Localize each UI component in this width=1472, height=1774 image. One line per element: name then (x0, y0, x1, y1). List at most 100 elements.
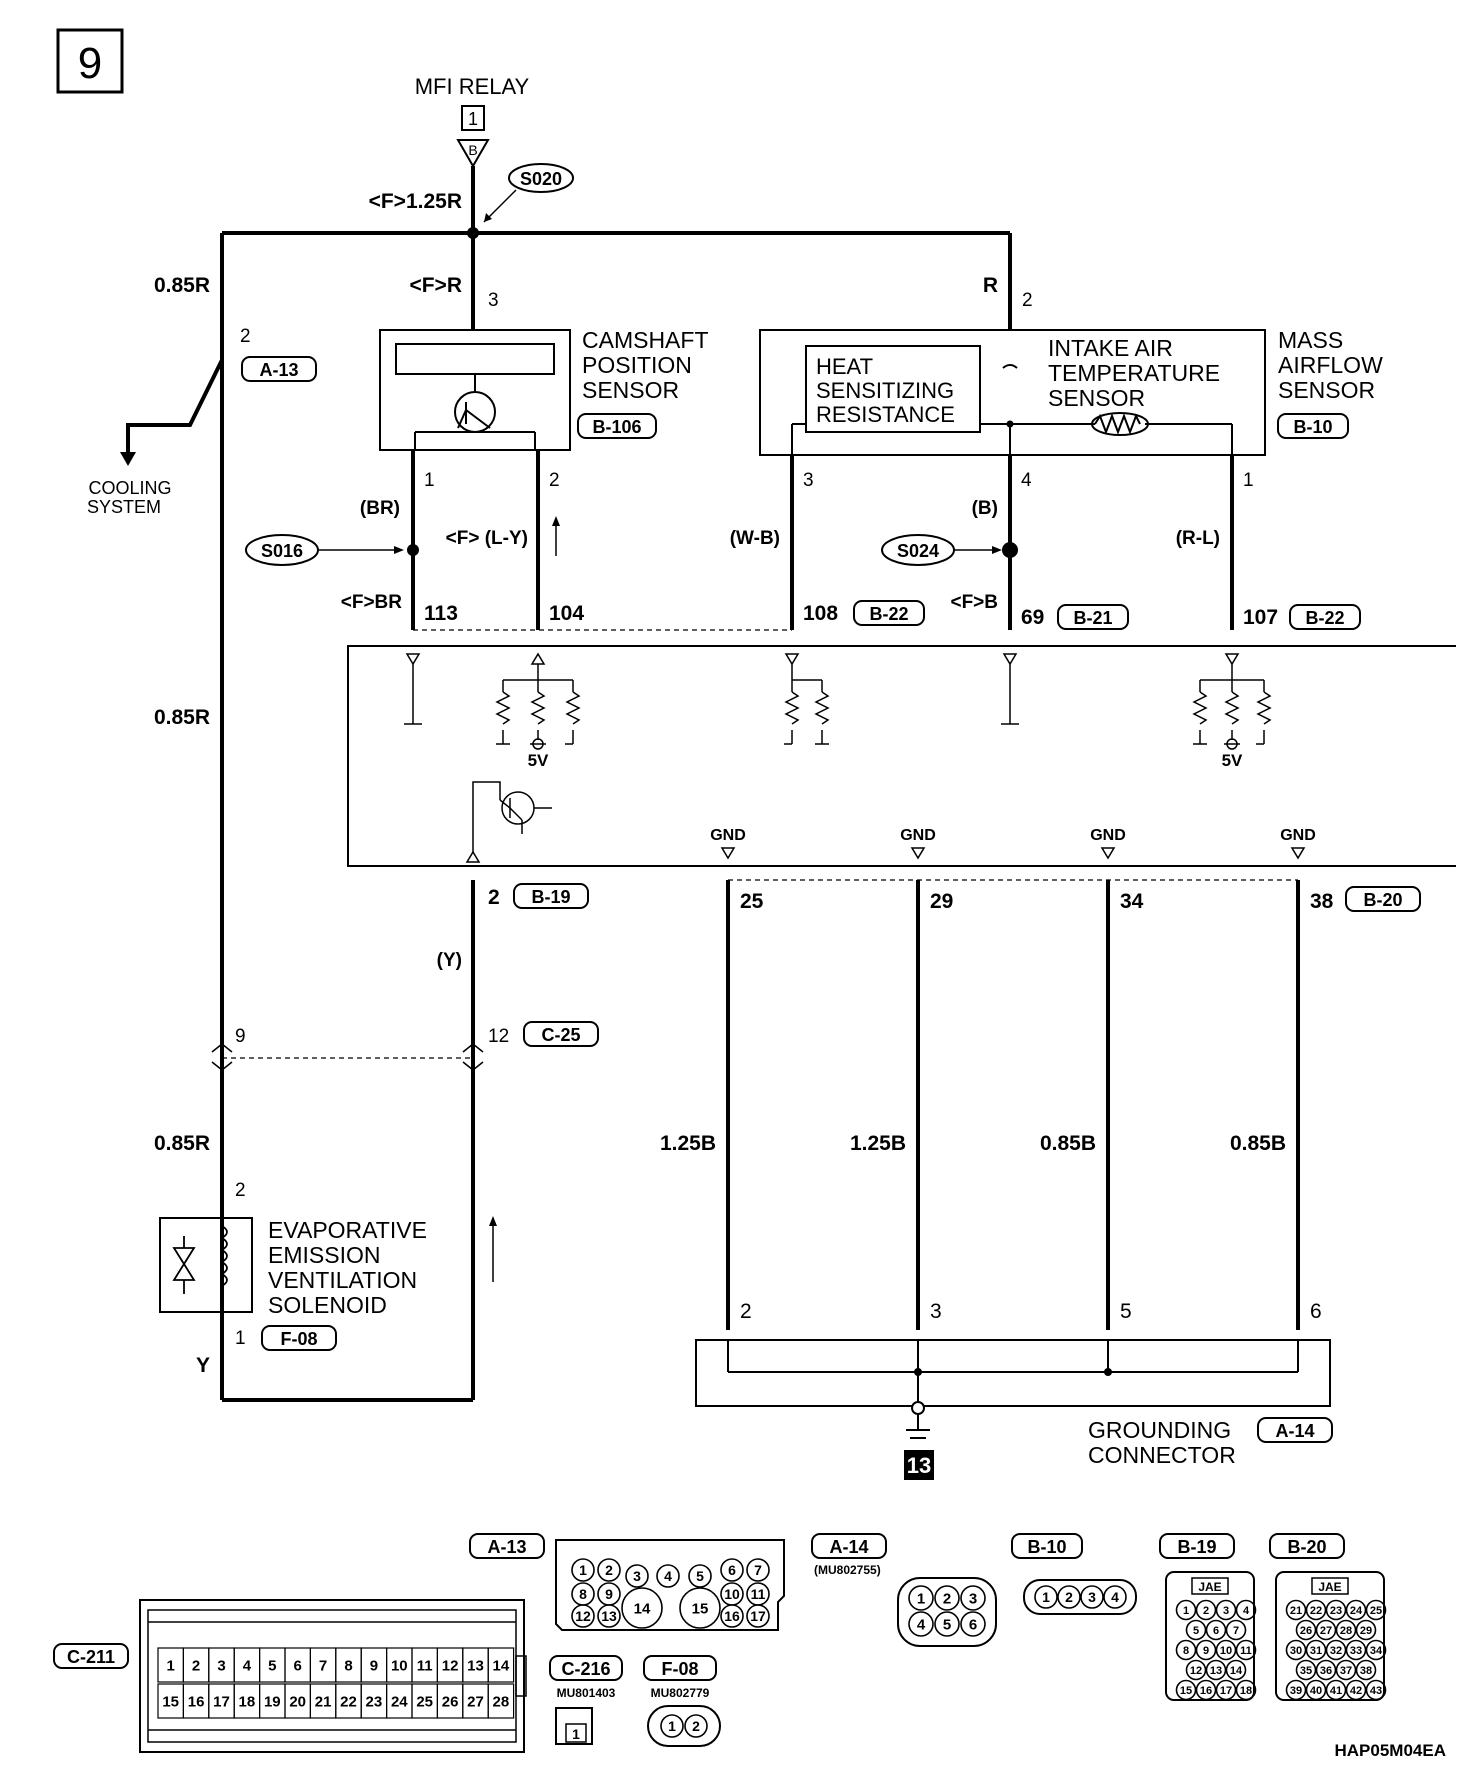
ecu-internal-circuits (404, 652, 1306, 863)
signal-arrowhead-up-2 (489, 1216, 497, 1226)
cooling-label-2: SYSTEM (87, 497, 161, 517)
conn-b10-label: B-10 (1293, 417, 1332, 437)
a14-pin-5: 5 (943, 1616, 951, 1633)
gc-pin-5: 5 (1120, 1300, 1132, 1323)
view-b10-body (1023, 1579, 1137, 1615)
ecu-pin-69: 69 (1021, 606, 1044, 629)
cooling-branch-wire (126, 359, 224, 458)
conn-b22-label-2: B-22 (1305, 608, 1344, 628)
view-a14-label: A-14 (829, 1537, 868, 1557)
wire-y-paren: (Y) (437, 950, 462, 971)
b10-pin-4-hole (1103, 1585, 1127, 1609)
ground-terminal (911, 1401, 925, 1415)
a14-pin-5-hole (934, 1611, 960, 1637)
solenoid-label-3: VENTILATION (268, 1267, 417, 1293)
conn-b106-label: B-106 (592, 417, 641, 437)
cooling-pin: 2 (240, 326, 251, 347)
c211-pin-18: 18 (239, 1693, 256, 1710)
c211-pin-11: 11 (417, 1657, 433, 1674)
view-c216-part: MU801403 (557, 1686, 616, 1700)
wire-maf-feed: R (983, 274, 998, 297)
b20-pin-25: 25 (1370, 1605, 1382, 1617)
f08-pin-1: 1 (668, 1718, 676, 1734)
b19-pin-18: 18 (1240, 1685, 1252, 1697)
b19-pin-15-hole (1175, 1679, 1197, 1701)
wire-left-bottom: 0.85R (154, 1132, 210, 1155)
b19-pin-7: 7 (1233, 1625, 1239, 1637)
view-b20-body (1275, 1571, 1385, 1701)
c211-pin-2: 2 (192, 1657, 200, 1674)
mfi-relay-ref: 1 (468, 109, 478, 129)
f08-pin-1-hole (660, 1714, 684, 1738)
ecu-box (347, 645, 1456, 867)
c211-pin-13: 13 (467, 1657, 484, 1674)
a13-pin-10: 10 (724, 1586, 740, 1602)
view-b10-tag (1011, 1533, 1083, 1559)
view-c216-pin: 1 (572, 1726, 580, 1742)
b20-pin-23: 23 (1330, 1605, 1342, 1617)
a14-pin-4-hole (908, 1611, 934, 1637)
view-a13-label: A-13 (487, 1537, 526, 1557)
view-c211-frame (147, 1609, 527, 1743)
ecu-pin-104: 104 (549, 602, 584, 625)
camshaft-sensor-box (379, 329, 571, 451)
b19-pin-11: 11 (1240, 1645, 1252, 1657)
c25-pin-left: 9 (235, 1026, 246, 1047)
ground-wire-4: 0.85B (1230, 1132, 1286, 1155)
page-number: 9 (78, 39, 102, 88)
c211-pin-16: 16 (188, 1693, 205, 1710)
conn-c25-label: C-25 (541, 1025, 580, 1045)
maf-wire4: (B) (972, 498, 998, 519)
b19-pin-2-hole (1195, 1599, 1217, 1621)
cam-wire2: <F> (L-Y) (446, 528, 528, 549)
camshaft-label-1: CAMSHAFT (582, 327, 709, 353)
b19-pin-3-hole (1215, 1599, 1237, 1621)
a13-pin-12-hole (571, 1604, 595, 1628)
b20-pin-22-hole (1305, 1599, 1327, 1621)
b20-pin-24: 24 (1350, 1605, 1363, 1617)
conn-a13-label: A-13 (259, 360, 298, 380)
c211-pin-27: 27 (467, 1693, 484, 1710)
iat-label-1: INTAKE AIR (1048, 335, 1173, 361)
b20-pin-26-hole (1295, 1619, 1317, 1641)
b20-pin-42-hole (1345, 1679, 1367, 1701)
iat-thermistor (1091, 412, 1149, 436)
b20-pin-22: 22 (1310, 1605, 1322, 1617)
ecu-gnd-2: GND (900, 827, 936, 844)
ecu-gnd-pin-34: 34 (1120, 890, 1144, 913)
maf-label-3: SENSOR (1278, 377, 1375, 403)
b19-pin-5-hole (1185, 1619, 1207, 1641)
conn-a13-tag (241, 356, 317, 382)
b19-pin-17-hole (1215, 1679, 1237, 1701)
view-b19-body (1165, 1571, 1255, 1701)
conn-b22-label-1: B-22 (869, 604, 908, 624)
view-c216-pin-box (565, 1723, 587, 1743)
b20-pin-38-hole (1355, 1659, 1377, 1681)
b20-pin-39: 39 (1290, 1685, 1302, 1697)
c211-pin-9: 9 (370, 1657, 378, 1674)
b20-pin-33: 33 (1350, 1645, 1362, 1657)
b19-pin-16-hole (1195, 1679, 1217, 1701)
b10-pin-4: 4 (1111, 1589, 1119, 1605)
b19-pin-13: 13 (1210, 1665, 1222, 1677)
c211-pin-4: 4 (243, 1657, 252, 1674)
ecu-5v-1: 5V (528, 751, 549, 770)
solenoid-label-1: EVAPORATIVE (268, 1217, 427, 1243)
c211-pin-28-cell (487, 1683, 515, 1719)
a13-pin-13: 13 (601, 1608, 617, 1624)
cam-pin-in: 3 (488, 290, 499, 311)
conn-b10-tag (1277, 413, 1349, 439)
splice-s024-arrowhead (992, 546, 1002, 554)
wire-left-top: 0.85R (154, 274, 210, 297)
splice-s016-node (407, 544, 419, 556)
splice-s024-label: S024 (897, 541, 939, 561)
view-a14-part: (MU802755) (814, 1563, 881, 1577)
a14-pin-4: 4 (917, 1616, 926, 1633)
a14-pin-3: 3 (969, 1590, 977, 1607)
c211-pin-8: 8 (344, 1657, 352, 1674)
gc-node-2 (1104, 1368, 1112, 1376)
